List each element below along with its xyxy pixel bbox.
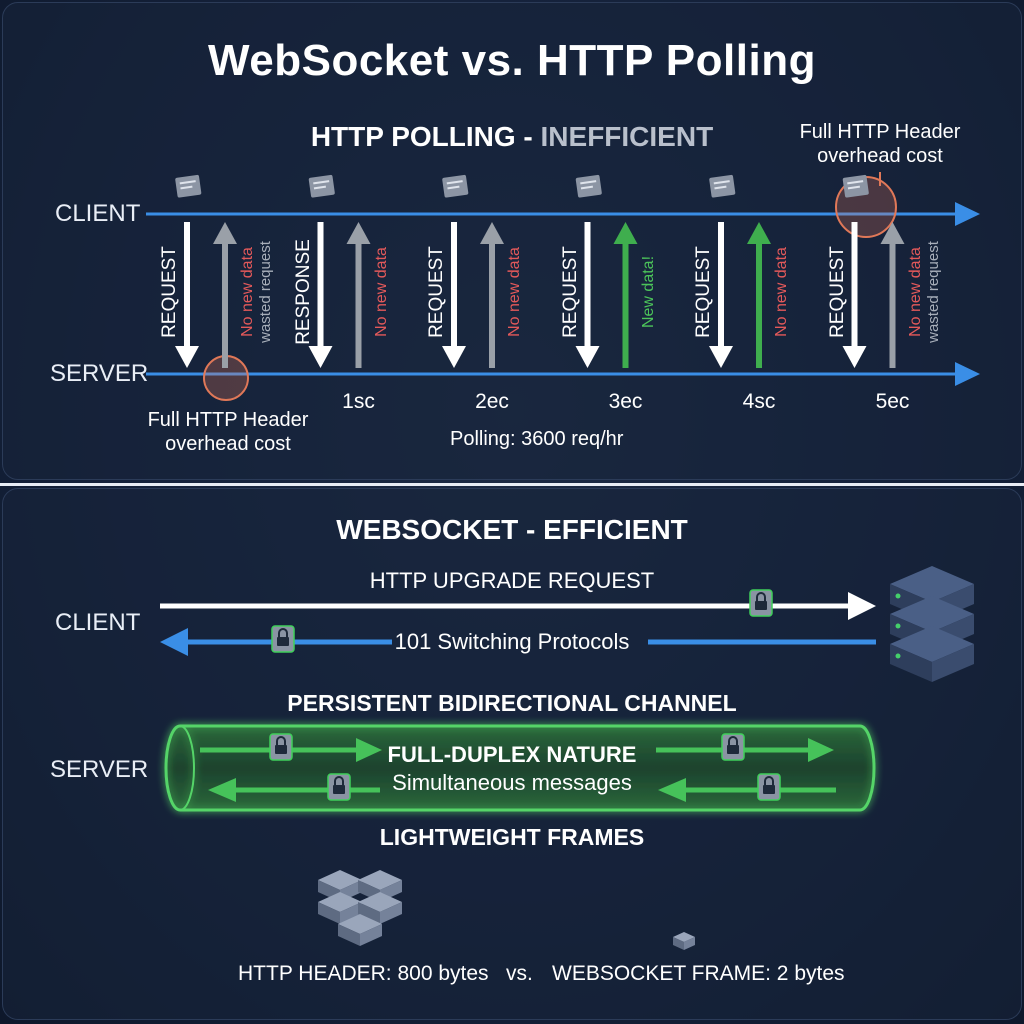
polling-timeline	[146, 172, 980, 401]
request-envelope-icon	[308, 174, 335, 198]
overhead-note-bottom-line2: overhead cost	[165, 433, 291, 455]
up-arrowhead	[880, 222, 905, 244]
duplex-title: FULL-DUPLEX NATURE	[387, 742, 637, 767]
time-tick: 3ec	[608, 390, 643, 413]
frames-label: LIGHTWEIGHT FRAMES	[379, 824, 645, 850]
channel-arrowhead-left-2	[658, 778, 686, 802]
up-arrowhead	[613, 222, 638, 244]
vs-label: vs.	[506, 962, 533, 985]
time-tick: 2ec	[475, 390, 509, 413]
channel-arrowhead-right-2	[808, 738, 834, 762]
lock-icon	[757, 773, 781, 801]
lock-icon	[749, 589, 773, 617]
server-stack-icon	[890, 566, 974, 682]
lock-icon	[327, 773, 351, 801]
up-arrowhead	[480, 222, 504, 244]
request-envelope-icon	[842, 174, 869, 198]
switching-protocols-label: 101 Switching Protocols	[394, 629, 630, 654]
down-arrowhead	[308, 346, 333, 368]
up-arrowhead	[346, 222, 371, 244]
time-tick: 4sc	[742, 390, 776, 413]
overhead-note-bottom: Full HTTP Header overhead cost	[128, 408, 328, 456]
overhead-note-top: Full HTTP Header overhead cost	[780, 120, 980, 168]
server-timeline-arrowhead	[955, 362, 980, 386]
lock-icon	[269, 733, 293, 761]
overhead-note-bottom-line1: Full HTTP Header	[147, 409, 309, 431]
overhead-note-top-line1: Full HTTP Header	[799, 121, 961, 143]
client-timeline-arrowhead	[955, 202, 980, 226]
polling-rate: Polling: 3600 req/hr	[450, 428, 624, 450]
overhead-note-top-line2: overhead cost	[817, 145, 943, 167]
down-arrowhead	[575, 346, 600, 368]
request-envelope-icon	[175, 174, 202, 198]
channel-label: PERSISTENT BIDIRECTIONAL CHANNEL	[287, 690, 737, 716]
section-divider	[0, 483, 1024, 486]
time-tick: 5ec	[875, 390, 910, 413]
websocket-server-label: SERVER	[50, 756, 149, 783]
http-header-size: HTTP HEADER: 800 bytes	[238, 962, 489, 985]
down-arrowhead	[709, 346, 733, 368]
lock-icon	[721, 733, 745, 761]
websocket-heading: WEBSOCKET - EFFICIENT	[336, 514, 688, 545]
websocket-client-label: CLIENT	[55, 609, 141, 636]
polling-heading-main: HTTP POLLING -	[310, 121, 541, 152]
channel-arrowhead-right-1	[356, 738, 382, 762]
websocket-frame-block-icon	[673, 932, 695, 950]
websocket-frame-size: WEBSOCKET FRAME: 2 bytes	[552, 962, 845, 985]
polling-client-label: CLIENT	[55, 200, 141, 227]
http-header-blocks-icon	[318, 870, 402, 946]
polling-heading: HTTP POLLING - INEFFICIENT	[0, 121, 1024, 153]
request-envelope-icon	[442, 174, 469, 198]
upgrade-request-label: HTTP UPGRADE REQUEST	[369, 568, 655, 593]
polling-heading-emph: INEFFICIENT	[540, 121, 714, 152]
request-envelope-icon	[709, 174, 736, 198]
time-tick: 1sc	[342, 390, 375, 413]
upgrade-request-arrowhead	[848, 592, 876, 620]
up-arrowhead	[213, 222, 237, 244]
channel-arrowhead-left-1	[208, 778, 236, 802]
switching-arrowhead	[160, 628, 188, 656]
duplex-subtitle: Simultaneous messages	[392, 770, 632, 795]
down-arrowhead	[842, 346, 867, 368]
down-arrowhead	[442, 346, 466, 368]
polling-server-label: SERVER	[50, 360, 149, 387]
request-envelope-icon	[575, 174, 602, 198]
up-arrowhead	[747, 222, 771, 244]
page-title: WebSocket vs. HTTP Polling	[208, 36, 816, 85]
lock-icon	[271, 625, 295, 653]
down-arrowhead	[175, 346, 199, 368]
